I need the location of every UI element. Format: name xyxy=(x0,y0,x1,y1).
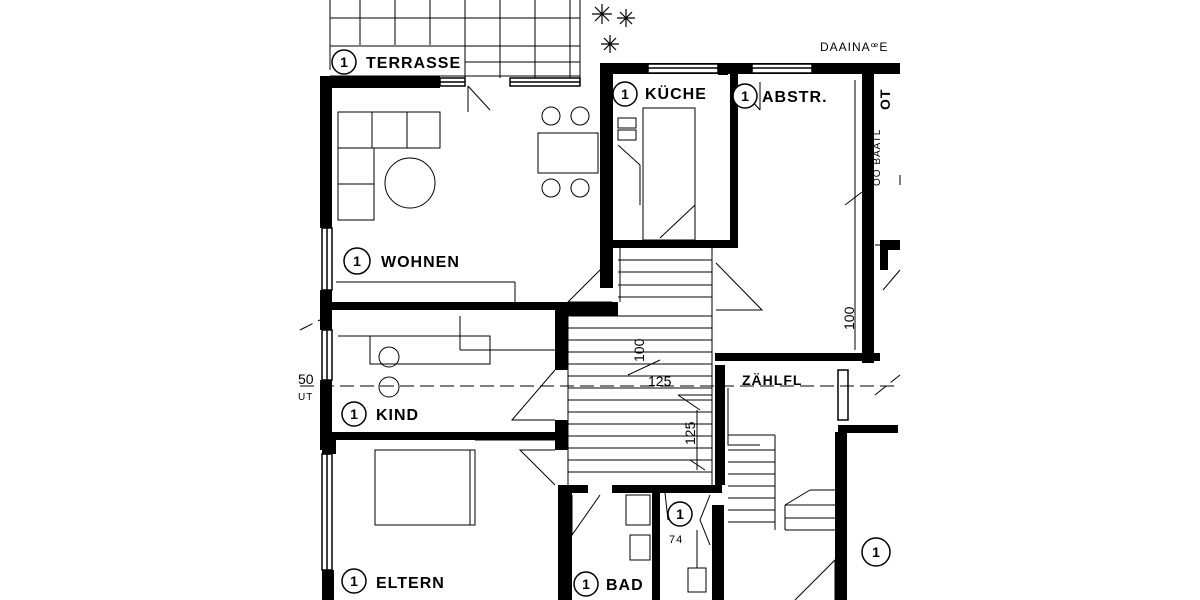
room-name: WOHNEN xyxy=(381,254,460,271)
interior-walls xyxy=(332,63,900,600)
room-number-badge xyxy=(612,81,638,107)
room-number-badge xyxy=(667,501,693,527)
landing-depth-dimension: 125 xyxy=(682,421,698,445)
room-number-badge xyxy=(341,568,367,594)
room-label-abstr: 1 ABSTR. xyxy=(732,83,828,109)
drainage-label: DAAINAꟹE xyxy=(820,40,888,54)
bad-small-label: 74 xyxy=(669,534,683,546)
room-label-wohnen: 1 WOHNEN xyxy=(343,247,460,275)
room-number: 1 xyxy=(872,544,880,560)
room-number-badge xyxy=(343,247,371,275)
terrace-paving xyxy=(329,0,581,78)
exterior-walls xyxy=(320,63,900,600)
dimension-lines xyxy=(627,359,712,471)
side-baatl-label: OO BAATL xyxy=(872,129,883,186)
room-label-eltern: 1 ELTERN xyxy=(341,568,445,594)
room-number: 1 xyxy=(582,576,590,592)
landing-width-dimension: 125 xyxy=(648,373,672,389)
living-room-furniture xyxy=(336,85,599,302)
room-number: 1 xyxy=(350,573,358,589)
room-name: ELTERN xyxy=(376,575,445,592)
room-name: KIND xyxy=(376,407,419,424)
room-number: 1 xyxy=(676,506,684,522)
room-number: 1 xyxy=(741,88,749,104)
room-name: TERRASSE xyxy=(366,55,461,72)
kind-room-furniture xyxy=(338,316,555,398)
room-name: KÜCHE xyxy=(645,84,707,103)
windows xyxy=(321,63,849,571)
abstr-depth-dimension: 100 xyxy=(841,306,857,330)
room-label-terrasse: 1 TERRASSE xyxy=(331,49,461,75)
room-number: 1 xyxy=(350,406,358,422)
stair-width-dimension: 100 xyxy=(631,338,647,362)
room-name: ABSTR. xyxy=(762,89,828,106)
room-number-badge xyxy=(331,49,357,75)
kitchen-fixtures xyxy=(617,107,696,241)
left-cut-label-bottom: UT xyxy=(298,392,313,403)
room-number: 1 xyxy=(621,86,629,102)
room-number: 1 xyxy=(340,54,348,70)
room-label-kueche: 1 KÜCHE xyxy=(612,81,707,107)
room-label-kind: 1 KIND xyxy=(341,401,419,427)
section-line xyxy=(299,314,901,396)
eltern-room-furniture xyxy=(374,439,555,526)
stairs-right xyxy=(728,434,835,531)
room-label-unnamed-bath: 1 xyxy=(667,501,693,527)
side-ot-label: OT xyxy=(877,89,893,110)
plant-symbols xyxy=(592,4,635,53)
zaehlfl-label: ZÄHLFL xyxy=(742,372,802,388)
room-label-bad: 1 BAD xyxy=(573,571,644,597)
room-number-badge xyxy=(341,401,367,427)
room-label-right: 1 xyxy=(861,537,891,567)
stairs-upper xyxy=(567,248,713,485)
room-number-badge xyxy=(573,571,599,597)
room-number-badge xyxy=(732,83,758,109)
room-number: 1 xyxy=(353,253,361,269)
room-number-badge xyxy=(861,537,891,567)
room-name: BAD xyxy=(606,577,644,594)
door-swings xyxy=(510,257,901,600)
left-cut-label-top: 50 xyxy=(298,371,314,387)
